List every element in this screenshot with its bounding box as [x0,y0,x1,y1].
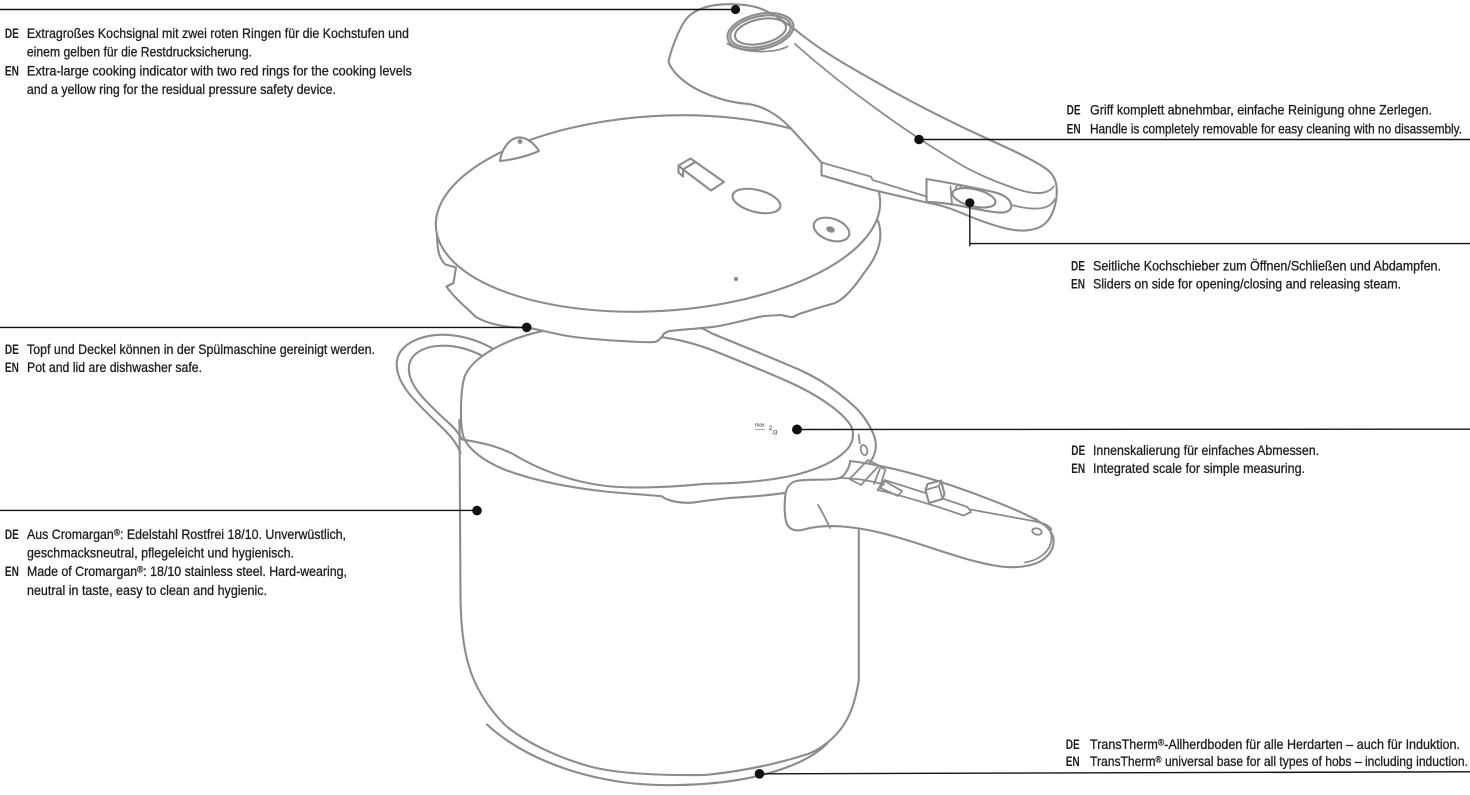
svg-text:Sliders on side for opening/cl: Sliders on side for opening/closing and … [1093,276,1401,292]
svg-text:Made of Cromargan®: 18/10 stai: Made of Cromargan®: 18/10 stainless stee… [27,563,347,579]
svg-text:Griff komplett abnehmbar, einf: Griff komplett abnehmbar, einfache Reini… [1090,102,1432,118]
svg-text:EN: EN [1067,121,1081,137]
svg-text:DE: DE [1071,258,1085,274]
svg-text:EN: EN [5,359,19,375]
svg-text:Integrated scale for simple me: Integrated scale for simple measuring. [1093,460,1305,476]
svg-text:2: 2 [769,426,773,432]
svg-text:DE: DE [5,25,19,41]
svg-text:DE: DE [1067,102,1081,118]
svg-text:DE: DE [1066,736,1080,752]
svg-text:Aus Cromargan®: Edelstahl Rost: Aus Cromargan®: Edelstahl Rostfrei 18/10… [27,526,346,542]
svg-text:Handle is completely removable: Handle is completely removable for easy … [1090,121,1462,137]
svg-text:neutral in taste, easy to clea: neutral in taste, easy to clean and hygi… [27,582,267,598]
svg-text:EN: EN [1071,276,1085,292]
svg-text:EN: EN [1066,753,1080,769]
svg-text:TransTherm®-Allherdboden für a: TransTherm®-Allherdboden für alle Herdar… [1090,736,1460,752]
svg-text:geschmacksneutral, pflegeleich: geschmacksneutral, pflegeleicht und hygi… [27,545,294,561]
svg-text:DE: DE [5,526,19,542]
svg-text:Seitliche Kochschieber zum Öff: Seitliche Kochschieber zum Öffnen/Schlie… [1093,257,1441,274]
svg-text:Pot and lid are dishwasher saf: Pot and lid are dishwasher safe. [27,359,202,375]
svg-text:and a yellow ring for the resi: and a yellow ring for the residual press… [27,81,336,97]
svg-text:EN: EN [5,563,19,579]
svg-text:Topf und Deckel können in der: Topf und Deckel können in der Spülmaschi… [27,341,375,357]
svg-text:Innenskalierung für einfaches: Innenskalierung für einfaches Abmessen. [1093,442,1319,458]
svg-text:max: max [755,423,765,429]
svg-text:einem gelben für die Restdruck: einem gelben für die Restdrucksicherung. [27,44,252,60]
svg-text:EN: EN [5,62,19,78]
svg-text:Extragroßes Kochsignal mit zwe: Extragroßes Kochsignal mit zwei roten Ri… [27,25,409,41]
svg-text:TransTherm® universal base for: TransTherm® universal base for all types… [1090,753,1468,769]
svg-text:/3: /3 [773,431,779,437]
svg-text:EN: EN [1071,460,1085,476]
svg-text:DE: DE [5,341,19,357]
svg-text:DE: DE [1071,442,1085,458]
svg-text:Extra-large cooking indicator: Extra-large cooking indicator with two r… [27,62,412,78]
